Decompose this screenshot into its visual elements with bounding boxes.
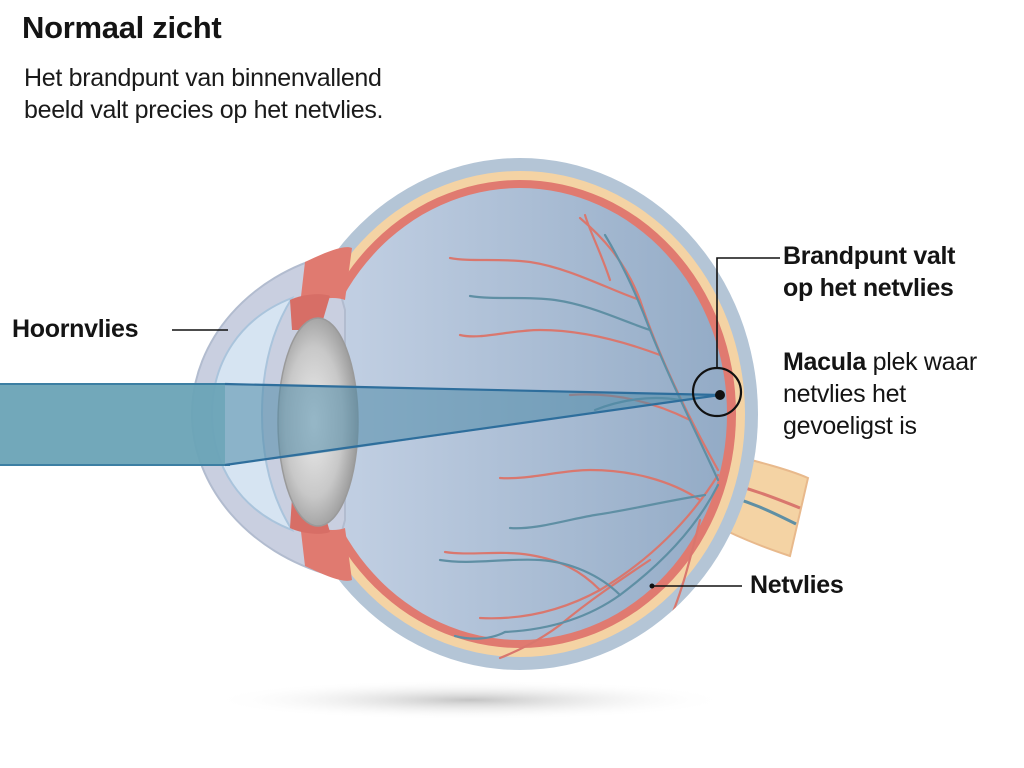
subtitle-line: Het brandpunt van binnenvallend <box>24 64 382 92</box>
leader-dot <box>649 583 655 589</box>
subtitle-line: beeld valt precies op het netvlies. <box>24 96 384 124</box>
label-netvlies: Netvlies <box>750 571 844 599</box>
light-beam-incoming <box>0 384 225 465</box>
leader-line-brandpunt <box>716 257 780 368</box>
ciliary-body-bottom <box>300 523 352 581</box>
label-macula-line: gevoeligst is <box>783 412 917 440</box>
label-brandpunt: Brandpunt valt op het netvlies <box>783 240 956 304</box>
label-macula-line: Macula plek waar <box>783 346 977 378</box>
subtitle: Het brandpunt van binnenvallend beeld va… <box>24 62 383 126</box>
retinal-vessels <box>438 213 720 660</box>
light-beam-converging <box>225 384 720 465</box>
light-ray-bottom <box>224 393 721 467</box>
label-hoornvlies: Hoornvlies <box>12 315 139 343</box>
label-macula-text: plek waar <box>865 348 978 376</box>
label-macula-term: Macula <box>783 348 866 376</box>
label-macula-line: netvlies het <box>783 380 906 408</box>
label-brandpunt-line: Brandpunt valt <box>783 242 956 270</box>
light-ray-top <box>224 382 721 397</box>
page-title: Normaal zicht <box>22 10 222 45</box>
focal-point <box>715 390 725 400</box>
label-macula: Macula plek waar netvlies het gevoeligst… <box>783 346 977 442</box>
ciliary-body-top <box>300 247 352 305</box>
eye-shadow <box>210 680 730 720</box>
label-brandpunt-line: op het netvlies <box>783 274 954 302</box>
